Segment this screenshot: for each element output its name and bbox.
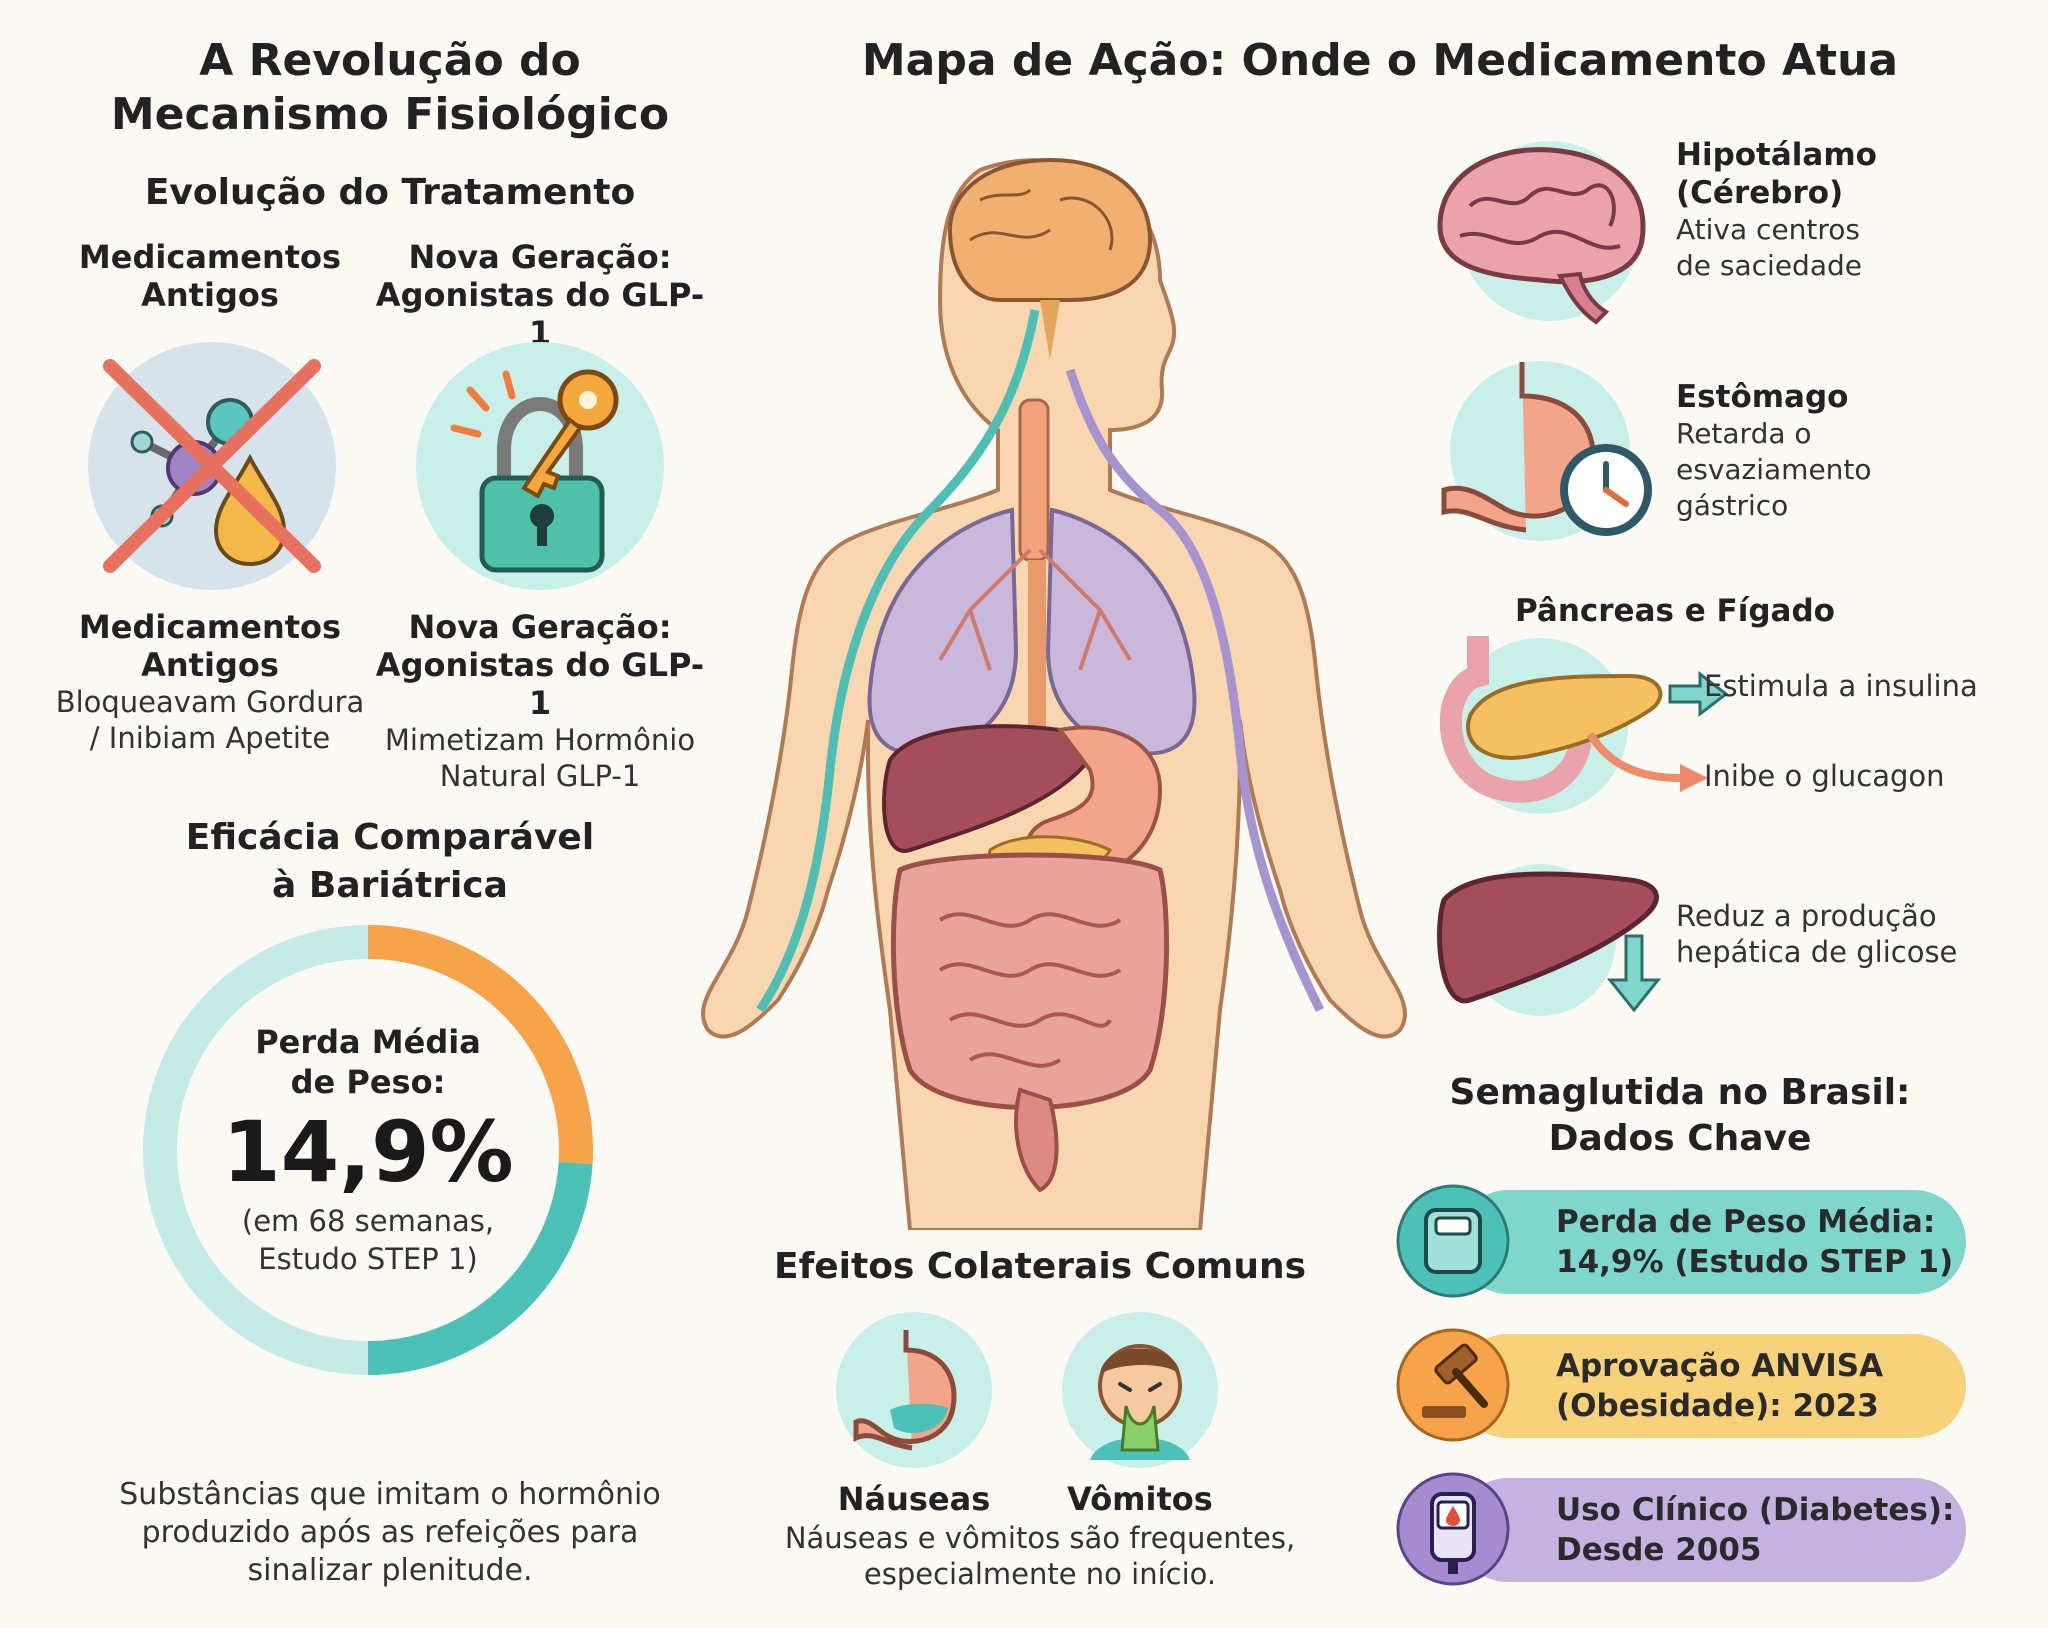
weight-loss-ring: Perda Média de Peso: 14,9% (em 68 semana… [138,920,598,1380]
stomach-clock-icon [1430,356,1660,546]
new-meds-heading-line1: Nova Geração: [408,238,672,276]
pill-anvisa-line2: (Obesidade): 2023 [1556,1388,1879,1424]
center-title: Mapa de Ação: Onde o Medicamento Atua [861,35,1899,86]
lock-key-icon [412,338,668,594]
left-title-line2: Mecanismo Fisiológico [110,89,670,140]
pill-weight-line2: 14,9% (Estudo STEP 1) [1556,1244,1954,1280]
liver-text: Reduz a produção hepática de glicose [1676,898,2016,970]
key-data-title-line1: Semaglutida no Brasil: [1449,1072,1911,1113]
old-meds-desc-line1: Bloqueavam Gordura [55,685,365,719]
old-meds-heading: Medicamentos Antigos [60,238,360,314]
pill-weight-line1: Perda de Peso Média: [1556,1204,1936,1240]
pill-clinical-text: Uso Clínico (Diabetes): Desde 2005 [1556,1490,1954,1570]
ring-note-line1: (em 68 semanas, [241,1204,495,1238]
liver-desc-line2: hepática de glicose [1676,935,1958,969]
left-footer-line1: Substâncias que imitam o hormônio [119,1477,661,1512]
brain-desc-line2: de saciedade [1676,249,1862,282]
stomach-title: Estômago [1676,379,1849,415]
gavel-icon [1396,1328,1510,1442]
pancreas-effect-insulin: Estimula a insulina [1704,669,1978,703]
liver-icon [1430,860,1670,1020]
glucose-meter-icon [1396,1472,1510,1586]
ring-value: 14,9% [222,1103,514,1201]
pill-clinical-bg [1456,1478,1966,1582]
old-meds-caption: Medicamentos Antigos Bloqueavam Gordura … [50,608,370,756]
vomit-face-icon [1060,1310,1220,1470]
new-meds-desc-line1: Mimetizam Hormônio [384,723,696,757]
key-data-title-line2: Dados Chave [1548,1118,1812,1159]
new-meds-caption: Nova Geração: Agonistas do GLP-1 Mimetiz… [370,608,710,794]
effects-note-line2: especialmente no início. [863,1557,1217,1591]
scale-icon [1396,1184,1510,1298]
key-data-pill-clinical: Uso Clínico (Diabetes): Desde 2005 [1396,1472,1970,1586]
ring-segment-teal [367,1161,593,1375]
new-meds-heading-line2: Agonistas do GLP-1 [375,276,705,352]
stomach-text: Estômago Retarda o esvaziamento gástrico [1676,378,2006,524]
evolution-title: Evolução do Tratamento [144,172,636,213]
brain-title-line1: Hipotálamo [1676,137,1877,173]
stomach-desc-line1: Retarda o [1676,417,1812,450]
effect-vomit-label: Vômitos [1067,1480,1213,1518]
nausea-stomach-icon [834,1310,994,1470]
pill-weight-text: Perda de Peso Média: 14,9% (Estudo STEP … [1556,1202,1953,1282]
brain-desc-line1: Ativa centros [1676,213,1861,246]
new-meds-desc-line2: Natural GLP-1 [439,759,641,793]
new-meds-heading: Nova Geração: Agonistas do GLP-1 [370,238,710,352]
pill-clinical-line1: Uso Clínico (Diabetes): [1556,1492,1955,1528]
ring-label-line1: Perda Média [255,1023,481,1061]
pill-anvisa-line1: Aprovação ANVISA [1556,1348,1884,1384]
efficacy-title-line1: Eficácia Comparável [185,817,595,858]
old-meds-heading-line1: Medicamentos [78,238,342,276]
pancreas-icon [1430,636,1830,816]
old-meds-caption-line1: Medicamentos [78,608,342,646]
old-meds-heading-line2: Antigos [141,276,279,314]
pancreas-effect-glucagon: Inibe o glucagon [1704,759,1945,793]
left-title-line1: A Revolução do [199,35,581,86]
efficacy-title: Eficácia Comparável à Bariátrica [60,814,720,910]
key-data-pill-weight: Perda de Peso Média: 14,9% (Estudo STEP … [1396,1184,1970,1298]
new-meds-caption-line1: Nova Geração: [408,608,672,646]
key-data-title: Semaglutida no Brasil: Dados Chave [1410,1070,1950,1162]
old-meds-icon [84,338,340,594]
ring-label-line2: de Peso: [290,1063,446,1101]
brain-text: Hipotálamo (Cérebro) Ativa centros de sa… [1676,136,2006,284]
ring-note-line2: Estudo STEP 1) [258,1242,478,1276]
side-effects-title: Efeitos Colaterais Comuns [773,1246,1307,1287]
pill-weight-bg [1456,1190,1966,1294]
effects-note: Náuseas e vômitos são frequentes, especi… [740,1520,1340,1592]
body-anatomy-illustration [640,130,1420,1230]
stomach-desc-line2: esvaziamento [1676,453,1872,486]
ring-segment-orange [367,925,593,1165]
effects-note-line1: Náuseas e vômitos são frequentes, [784,1521,1296,1555]
ring-center-text: Perda Média de Peso: 14,9% (em 68 semana… [138,1022,598,1278]
key-data-pill-anvisa: Aprovação ANVISA (Obesidade): 2023 [1396,1328,1970,1442]
liver-desc-line1: Reduz a produção [1676,899,1937,933]
left-footer-line3: sinalizar plenitude. [247,1553,533,1588]
left-footer: Substâncias que imitam o hormônio produz… [60,1476,720,1590]
old-meds-desc-line2: / Inibiam Apetite [89,721,331,755]
efficacy-title-line2: à Bariátrica [272,865,508,906]
pill-anvisa-text: Aprovação ANVISA (Obesidade): 2023 [1556,1346,1883,1426]
left-footer-line2: produzido após as refeições para [141,1515,639,1550]
effect-nausea-label: Náuseas [837,1480,991,1518]
brain-icon [1420,136,1660,326]
old-meds-caption-line2: Antigos [141,646,279,684]
brain-title-line2: (Cérebro) [1676,175,1844,211]
stomach-desc-line3: gástrico [1676,489,1789,522]
pancreas-title: Pâncreas e Fígado [1515,593,1835,629]
left-title: A Revolução do Mecanismo Fisiológico [60,34,720,142]
new-meds-caption-line2: Agonistas do GLP-1 [375,646,705,722]
pill-anvisa-bg [1456,1334,1966,1438]
pill-clinical-line2: Desde 2005 [1556,1532,1762,1568]
